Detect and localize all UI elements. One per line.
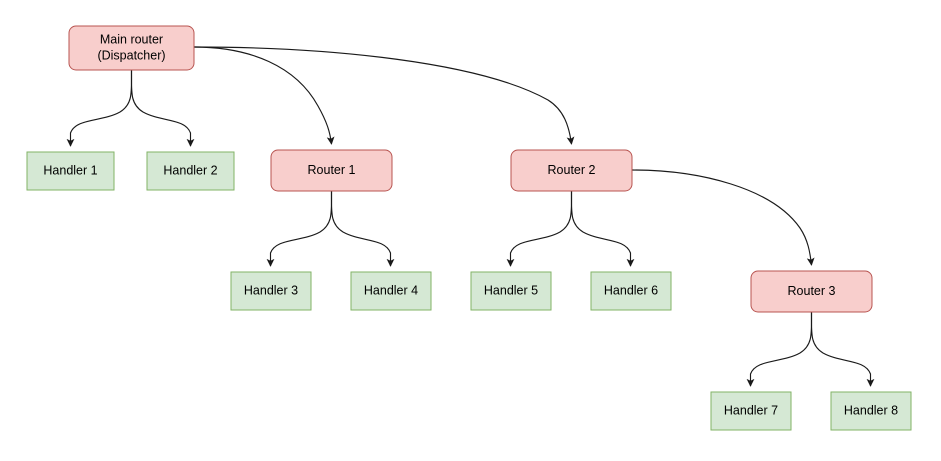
handler-2-shape	[146, 151, 235, 191]
edge-router-2-to-handler-6	[570, 190, 635, 267]
handler-8-shape	[830, 391, 912, 431]
edge-router-1-to-handler-3	[266, 190, 333, 267]
edge-router-2-to-handler-5	[506, 190, 573, 267]
handler-5-shape	[470, 271, 552, 311]
edge-router-3-to-handler-8	[810, 311, 875, 387]
nodes-layer: Main router(Dispatcher) Handler 1 Handler …	[26, 25, 912, 431]
node-handler-5[interactable]: Handler 5	[470, 271, 552, 311]
node-handler-7[interactable]: Handler 7	[710, 391, 792, 431]
node-router-3[interactable]: Router 3	[750, 270, 873, 313]
handler-3-shape	[230, 271, 312, 311]
node-handler-2[interactable]: Handler 2	[146, 151, 235, 191]
edge-router-3-to-handler-7	[746, 311, 813, 387]
router-3-shape	[750, 270, 873, 313]
node-handler-8[interactable]: Handler 8	[830, 391, 912, 431]
edge-router-2-to-router-3	[631, 169, 815, 266]
edge-main-router-to-handler-1	[66, 69, 133, 147]
node-handler-3[interactable]: Handler 3	[230, 271, 312, 311]
edge-main-router-to-router-2	[193, 46, 575, 145]
handler-6-shape	[590, 271, 672, 311]
node-router-1[interactable]: Router 1	[270, 149, 393, 192]
handler-4-shape	[350, 271, 432, 311]
edge-main-router-to-router-1	[193, 46, 335, 145]
node-handler-6[interactable]: Handler 6	[590, 271, 672, 311]
edge-main-router-to-handler-2	[130, 69, 195, 147]
node-handler-4[interactable]: Handler 4	[350, 271, 432, 311]
edges-layer	[66, 46, 875, 387]
node-router-2[interactable]: Router 2	[510, 149, 633, 192]
handler-1-shape	[26, 151, 115, 191]
handler-7-shape	[710, 391, 792, 431]
node-main-router[interactable]: Main router(Dispatcher)	[68, 25, 195, 71]
edge-router-1-to-handler-4	[330, 190, 395, 267]
main-router-shape	[68, 25, 195, 71]
router-2-shape	[510, 149, 633, 192]
router-1-shape	[270, 149, 393, 192]
node-handler-1[interactable]: Handler 1	[26, 151, 115, 191]
